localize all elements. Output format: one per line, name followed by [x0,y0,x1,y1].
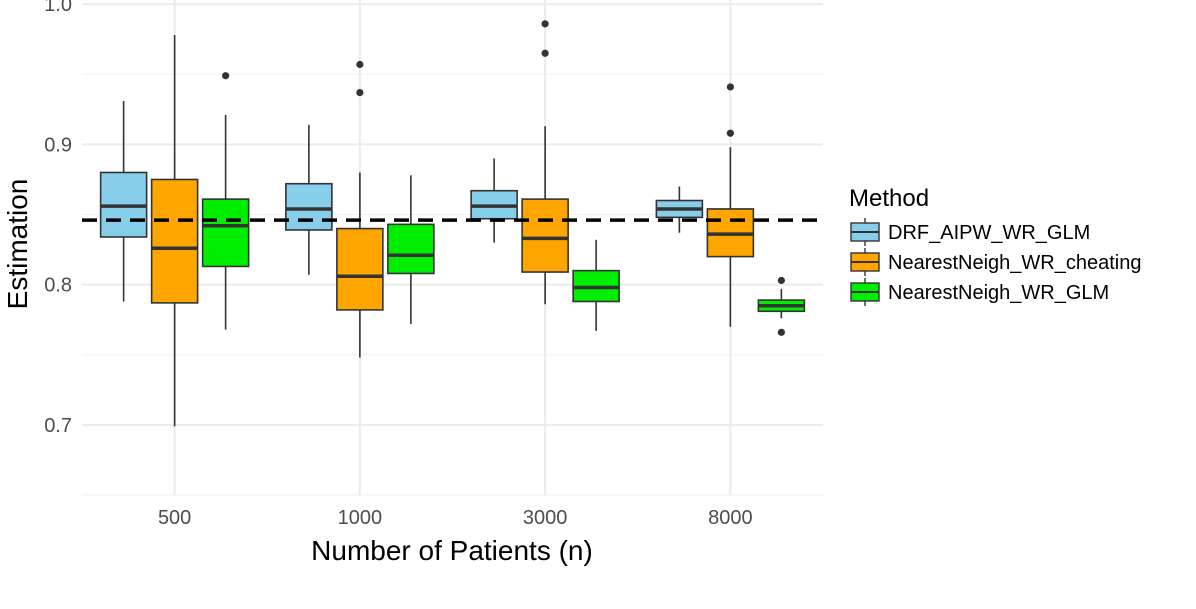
y-axis-ticks: 0.7 0.8 0.9 1.0 [44,0,72,437]
legend-items: DRF_AIPW_WR_GLM NearestNeigh_WR_cheatingN… [850,218,1141,306]
box-body [285,182,333,231]
box-body [336,227,384,311]
y-axis-title: Estimation [2,179,33,310]
outlier-point [541,20,549,28]
legend-item-NearestNeigh_WR_cheating: NearestNeigh_WR_cheating [850,248,1141,276]
box-NearestNeigh_WR_cheating-3000 [521,20,569,305]
y-tick-label: 0.9 [44,134,72,156]
box-NearestNeigh_WR_GLM-1000 [387,175,435,324]
legend-label: NearestNeigh_WR_cheating [888,252,1141,274]
x-tick-label: 500 [158,507,191,529]
x-axis-ticks: 500 1000 3000 8000 [158,507,753,529]
box-NearestNeigh_WR_cheating-500 [150,35,199,427]
box-body [521,198,569,273]
outlier-point [726,83,734,91]
box-NearestNeigh_WR_cheating-8000 [706,83,755,327]
legend-item-NearestNeigh_WR_GLM: NearestNeigh_WR_GLM [850,278,1109,306]
box-DRF_AIPW_WR_GLM-3000 [470,158,518,243]
legend-item-DRF_AIPW_WR_GLM: DRF_AIPW_WR_GLM [850,218,1090,246]
outlier-point [222,72,230,80]
box-DRF_AIPW_WR_GLM-500 [99,100,148,302]
outlier-point [356,60,364,69]
boxes-layer [99,20,806,427]
x-tick-label: 8000 [708,507,753,529]
box-NearestNeigh_WR_GLM-8000 [757,276,806,336]
x-axis-title: Number of Patients (n) [311,535,593,566]
box-NearestNeigh_WR_GLM-500 [201,72,250,330]
outlier-point [356,88,364,97]
y-tick-label: 1.0 [44,0,72,16]
x-tick-label: 3000 [523,507,568,529]
x-tick-label: 1000 [338,507,383,529]
box-DRF_AIPW_WR_GLM-1000 [285,124,333,275]
box-body [201,198,250,268]
box-NearestNeigh_WR_GLM-3000 [572,239,620,331]
outlier-point [777,328,785,336]
box-DRF_AIPW_WR_GLM-8000 [655,186,704,233]
legend-title: Method [849,185,929,212]
legend-label: NearestNeigh_WR_GLM [888,282,1109,304]
y-tick-label: 0.8 [44,275,72,297]
box-body [150,178,199,304]
legend-label: DRF_AIPW_WR_GLM [888,222,1090,244]
box-body [387,223,435,275]
outlier-point [541,49,549,57]
legend: Method DRF_AIPW_WR_GLM NearestNeigh_WR_ch… [849,185,1141,306]
outlier-point [726,129,734,137]
outlier-point [777,276,785,285]
y-tick-label: 0.7 [44,415,72,437]
